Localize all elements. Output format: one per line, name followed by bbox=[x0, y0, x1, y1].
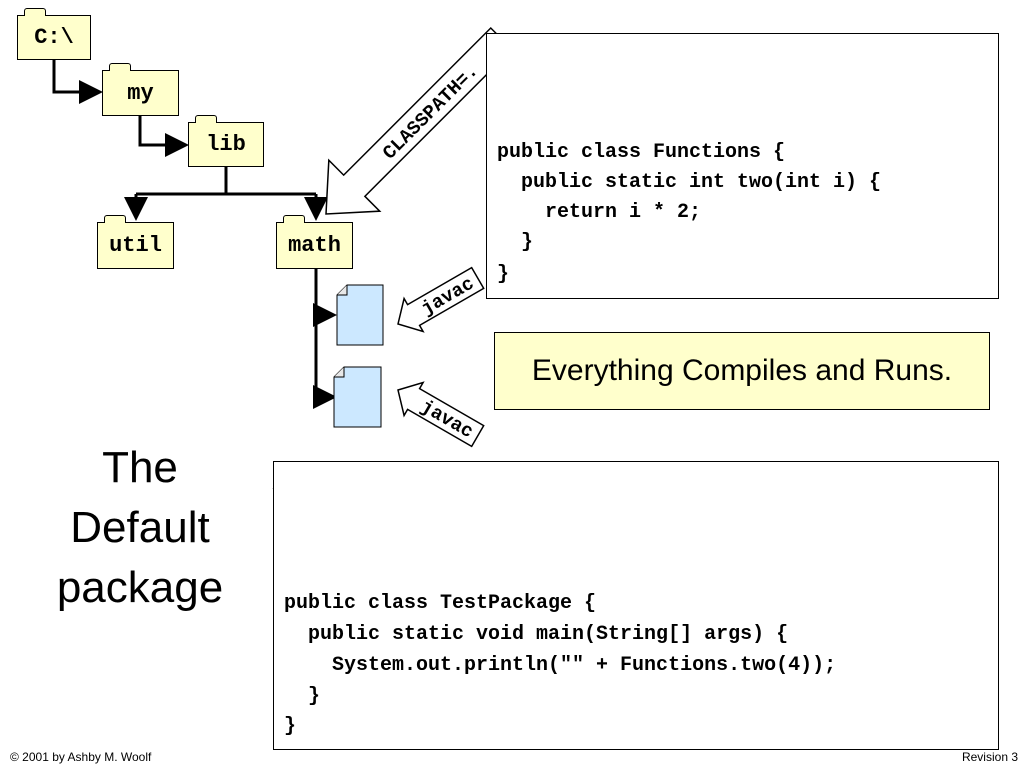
code-line: } bbox=[497, 263, 510, 286]
code-line: } bbox=[497, 231, 534, 254]
folder-util-label: util bbox=[109, 233, 162, 258]
code-line: public class TestPackage { bbox=[284, 592, 597, 615]
slide-title: The Default package bbox=[20, 438, 260, 618]
tree-connectors bbox=[52, 60, 337, 409]
title-line: The bbox=[102, 443, 178, 492]
code-line: return i * 2; bbox=[497, 201, 702, 224]
file-icon-functions bbox=[336, 284, 384, 346]
file-icon-testpackage bbox=[333, 366, 382, 428]
title-line: Default bbox=[70, 503, 210, 552]
javac-arrow-bottom: javac bbox=[397, 381, 485, 448]
javac-arrow-top: javac bbox=[397, 266, 485, 333]
footer-revision: Revision 3 bbox=[961, 750, 1018, 764]
status-note-text: Everything Compiles and Runs. bbox=[531, 354, 953, 387]
classpath-label: CLASSPATH=. bbox=[379, 60, 483, 164]
javac-label-bottom: javac bbox=[417, 396, 477, 444]
code-line: } bbox=[284, 685, 321, 708]
javac-label-top: javac bbox=[418, 273, 478, 321]
code-line: public static void main(String[] args) { bbox=[284, 623, 789, 646]
functions-code-box: public class Functions { public static i… bbox=[486, 33, 999, 299]
code-line: public static int two(int i) { bbox=[497, 171, 882, 194]
folder-my[interactable]: my bbox=[102, 63, 179, 116]
code-line: System.out.println("" + Functions.two(4)… bbox=[284, 654, 837, 677]
folder-lib-label: lib bbox=[206, 132, 246, 157]
title-line: package bbox=[56, 563, 224, 612]
status-note: Everything Compiles and Runs. bbox=[494, 332, 990, 410]
folder-my-label: my bbox=[127, 80, 154, 106]
folder-math[interactable]: math bbox=[276, 215, 353, 269]
folder-root-label: C:\ bbox=[34, 25, 74, 50]
folder-root[interactable]: C:\ bbox=[17, 8, 91, 60]
code-line: } bbox=[284, 715, 297, 738]
code-line: public class Functions { bbox=[497, 141, 786, 164]
folder-math-label: math bbox=[288, 233, 341, 258]
folder-util[interactable]: util bbox=[97, 215, 174, 269]
folder-lib[interactable]: lib bbox=[188, 115, 264, 167]
footer-copyright: © 2001 by Ashby M. Woolf bbox=[10, 750, 152, 764]
testpackage-code-box: public class TestPackage { public static… bbox=[273, 461, 999, 750]
